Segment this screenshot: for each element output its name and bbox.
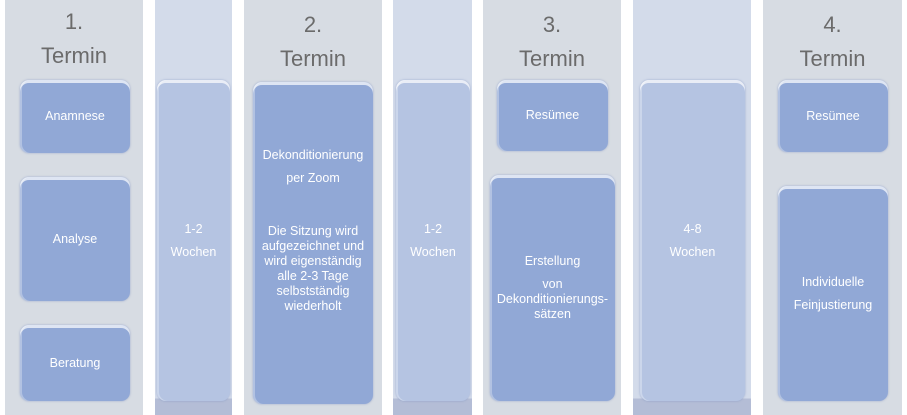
session-number: 1. <box>64 9 84 34</box>
session-number: 4. <box>823 12 842 37</box>
step-erstellung: Erstellung von Dekonditionierungs- sätze… <box>490 175 615 401</box>
step-description: wiederholt <box>284 299 342 313</box>
interval-range: 1-2 <box>423 221 443 236</box>
step-label: Feinjustierung <box>793 297 873 312</box>
session-label: Termin <box>40 43 107 68</box>
interval-range: 4-8 <box>683 221 702 236</box>
step-description: aufgezeichnet und <box>261 239 365 253</box>
step-title: Dekonditionierung <box>262 148 364 162</box>
step-dekonditionierung: Dekonditionierung per Zoom Die Sitzung w… <box>253 82 373 404</box>
interval-unit: Wochen <box>669 244 716 259</box>
step-label: Anamnese <box>45 109 105 123</box>
step-description: alle 2-3 Tage <box>277 269 349 283</box>
interval-box: 1-2 Wochen <box>157 80 230 401</box>
interval-unit: Wochen <box>170 244 217 259</box>
step-label: Analyse <box>52 231 98 246</box>
session-label: Termin <box>799 46 866 71</box>
session-number: 3. <box>542 12 562 37</box>
session-2-column: 2. Termin Dekonditionierung per Zoom Die… <box>244 0 382 415</box>
step-label: Resümee <box>525 108 580 122</box>
step-resuemee: Resümee <box>497 80 608 151</box>
interval-unit: Wochen <box>410 244 456 259</box>
interval-box: 4-8 Wochen <box>640 80 745 401</box>
step-label: Erstellung <box>524 254 581 268</box>
step-resuemee: Resümee <box>778 80 888 152</box>
step-description: selbstständig <box>276 284 350 298</box>
step-title: per Zoom <box>286 171 340 185</box>
interval-2-column: 1-2 Wochen <box>393 0 472 415</box>
interval-3-column: 4-8 Wochen <box>633 0 751 415</box>
step-anamnese: Anamnese <box>20 80 130 153</box>
interval-box: 1-2 Wochen <box>396 80 470 401</box>
interval-range: 1-2 <box>184 221 203 236</box>
session-1-column: 1. Termin Anamnese Analyse Beratung <box>5 0 143 415</box>
step-label: Beratung <box>49 355 101 370</box>
interval-1-column: 1-2 Wochen <box>155 0 232 415</box>
step-analyse: Analyse <box>20 177 130 301</box>
step-label: Resümee <box>806 108 860 123</box>
step-description: Die Sitzung wird <box>267 224 359 238</box>
step-label: von <box>542 277 563 291</box>
session-4-column: 4. Termin Resümee Individuelle Feinjusti… <box>763 0 902 415</box>
session-3-column: 3. Termin Resümee Erstellung von Dekondi… <box>483 0 621 415</box>
session-number: 2. <box>303 12 323 37</box>
session-label: Termin <box>518 46 585 71</box>
step-label: sätzen <box>534 307 571 321</box>
step-description: wird eigenständig <box>264 254 362 268</box>
session-label: Termin <box>279 46 346 71</box>
step-beratung: Beratung <box>20 325 130 401</box>
step-feinjustierung: Individuelle Feinjustierung <box>778 186 888 401</box>
step-label: Dekonditionierungs- <box>496 292 609 306</box>
step-label: Individuelle <box>801 274 865 289</box>
